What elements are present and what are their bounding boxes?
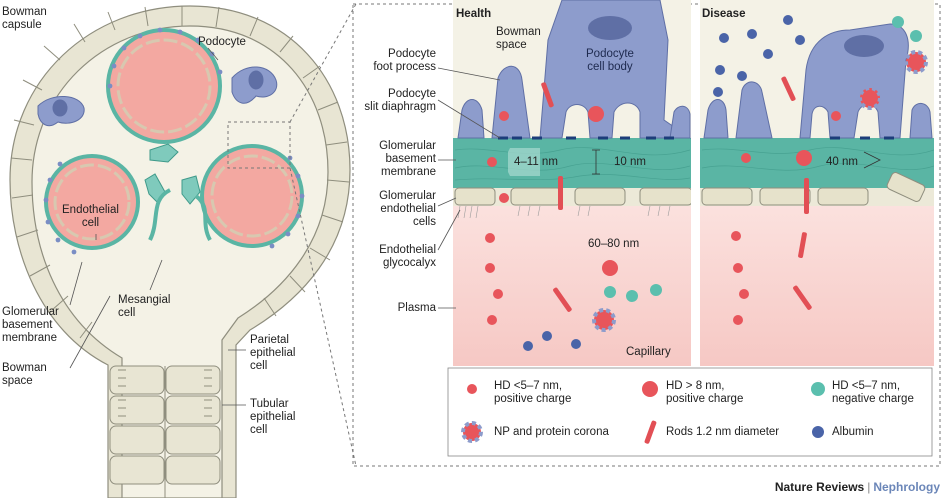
capillary-loops	[44, 28, 304, 250]
disease-panel	[700, 0, 934, 366]
label-podocyte: Podocyte	[198, 36, 246, 48]
measure-10nm: 10 nm	[614, 156, 646, 168]
label-glomerular-basement-membrane: Glomerular basement membrane	[2, 306, 59, 344]
label-bowman-space: Bowman space	[2, 362, 47, 387]
zoom-panel	[352, 3, 941, 467]
legend-albumin: Albumin	[832, 426, 874, 438]
credit-section: Nephrology	[873, 480, 940, 494]
legend-hd-large-positive: HD > 8 nm, positive charge	[666, 380, 744, 405]
disease-particles	[713, 15, 928, 325]
label-mesangial-cell: Mesangial cell	[118, 294, 171, 319]
legend-box	[447, 367, 933, 457]
label-tubular-epithelial-cell: Tubular epithelial cell	[250, 398, 296, 436]
label-glycocalyx: Endothelial glycocalyx	[379, 244, 436, 269]
label-plasma: Plasma	[397, 302, 436, 314]
label-capillary: Capillary	[626, 346, 671, 358]
label-bowman-capsule: Bowman capsule	[2, 6, 47, 31]
credit-separator: |	[867, 480, 871, 494]
label-gbm-right: Glomerular basement membrane	[379, 140, 436, 178]
legend-rods: Rods 1.2 nm diameter	[666, 426, 780, 438]
label-bowman-space-right: Bowman space	[496, 26, 541, 51]
journal-credit: Nature Reviews|Nephrology	[775, 480, 940, 494]
measure-4-11nm: 4–11 nm	[514, 156, 558, 168]
health-panel	[453, 0, 691, 366]
credit-journal: Nature Reviews	[774, 480, 865, 494]
label-podocyte-cell-body: Podocyte cell body	[586, 48, 634, 73]
label-slit-diaphragm: Podocyte slit diaphragm	[364, 88, 436, 113]
label-endothelial-cell: Endothelial cell	[62, 204, 119, 229]
health-particles	[485, 82, 662, 351]
legend-np-corona: NP and protein corona	[494, 426, 609, 438]
glomerulus	[9, 3, 357, 498]
legend-symbols	[461, 381, 825, 444]
legend-hd-small-negative: HD <5–7 nm, negative charge	[832, 380, 914, 405]
legend-hd-small-positive: HD <5–7 nm, positive charge	[494, 380, 572, 405]
label-foot-process: Podocyte foot process	[373, 48, 436, 73]
label-disease: Disease	[702, 8, 746, 20]
label-endothelial-cells: Glomerular endothelial cells	[379, 190, 436, 228]
label-parietal-epithelial-cell: Parietal epithelial cell	[250, 334, 296, 372]
label-health: Health	[456, 8, 492, 20]
measure-40nm: 40 nm	[826, 156, 858, 168]
measure-60-80nm: 60–80 nm	[588, 238, 640, 250]
